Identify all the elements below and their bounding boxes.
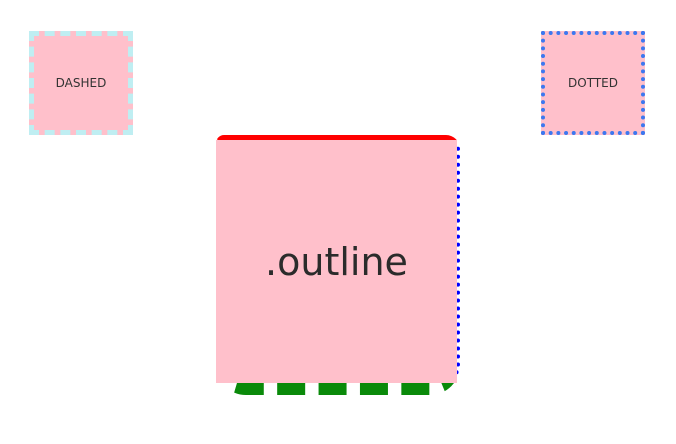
- dotted-box-label: DOTTED: [568, 76, 618, 90]
- dotted-box: DOTTED: [541, 31, 645, 135]
- outline-box-fill: .outline: [216, 140, 457, 383]
- outline-box: .outline: [216, 135, 460, 395]
- dashed-box-label: DASHED: [55, 76, 107, 90]
- dashed-box: DASHED: [29, 31, 133, 135]
- outline-box-label: .outline: [265, 239, 408, 284]
